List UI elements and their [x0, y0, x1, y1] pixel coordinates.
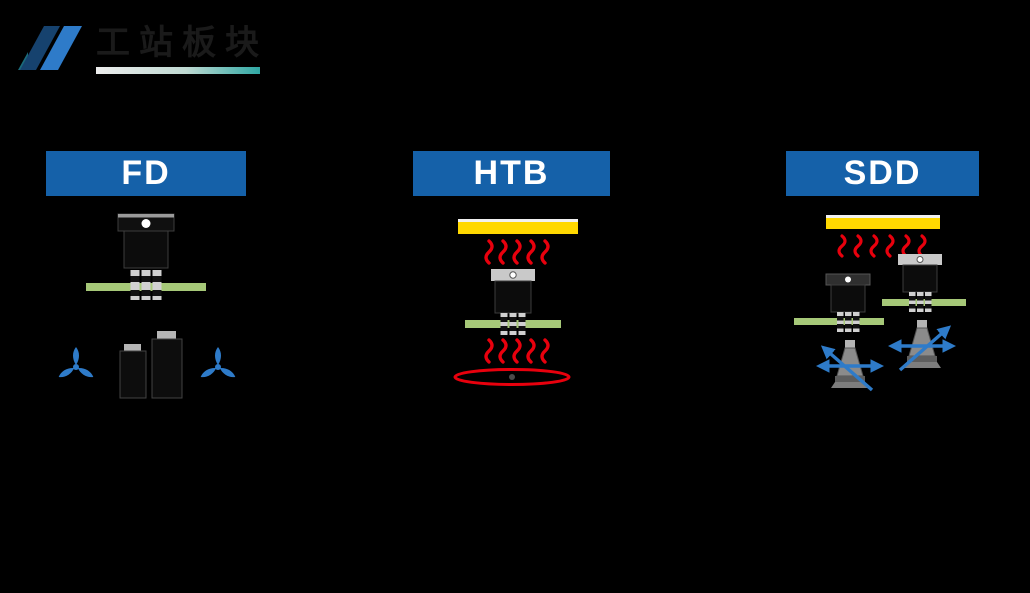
fan-icon	[58, 347, 94, 378]
air-nozzle-icon	[887, 320, 957, 372]
logo-icon	[18, 26, 82, 70]
fan-icon	[200, 347, 236, 378]
transistor-leads	[837, 312, 860, 332]
heat-waves-icon	[484, 239, 550, 265]
slide-header: 工站板块	[14, 16, 268, 76]
transistor-leads	[909, 292, 932, 312]
module-htb: HTB	[413, 151, 610, 392]
sdd-illustration	[794, 215, 966, 392]
page-title: 工站板块	[96, 24, 268, 62]
heater-bar-icon	[826, 215, 940, 229]
module-header-fd: FD	[46, 151, 246, 196]
module-header-sdd: SDD	[786, 151, 979, 196]
module-sdd: SDD	[786, 151, 979, 408]
hotplate-icon	[453, 368, 571, 386]
module-label-fd: FD	[121, 154, 171, 192]
transistor-icon	[491, 269, 535, 314]
module-fd: FD	[46, 151, 246, 408]
heat-waves-icon	[484, 338, 550, 364]
htb-illustration	[453, 219, 578, 386]
fd-illustration	[58, 213, 236, 399]
module-label-sdd: SDD	[843, 154, 922, 192]
heatsink-icon	[119, 331, 183, 399]
transistor-icon	[825, 273, 871, 313]
module-label-htb: HTB	[473, 154, 550, 192]
air-nozzle-icon	[815, 340, 885, 392]
transistor-icon	[117, 213, 175, 269]
transistor-leads	[130, 270, 162, 300]
transistor-icon	[898, 254, 942, 293]
pcb-bar-icon	[882, 299, 966, 306]
title-block: 工站板块	[96, 16, 268, 74]
transistor-leads	[500, 313, 526, 335]
module-header-htb: HTB	[413, 151, 610, 196]
heat-waves-icon	[837, 234, 927, 258]
title-underline	[96, 66, 260, 74]
heater-bar-icon	[458, 219, 578, 234]
